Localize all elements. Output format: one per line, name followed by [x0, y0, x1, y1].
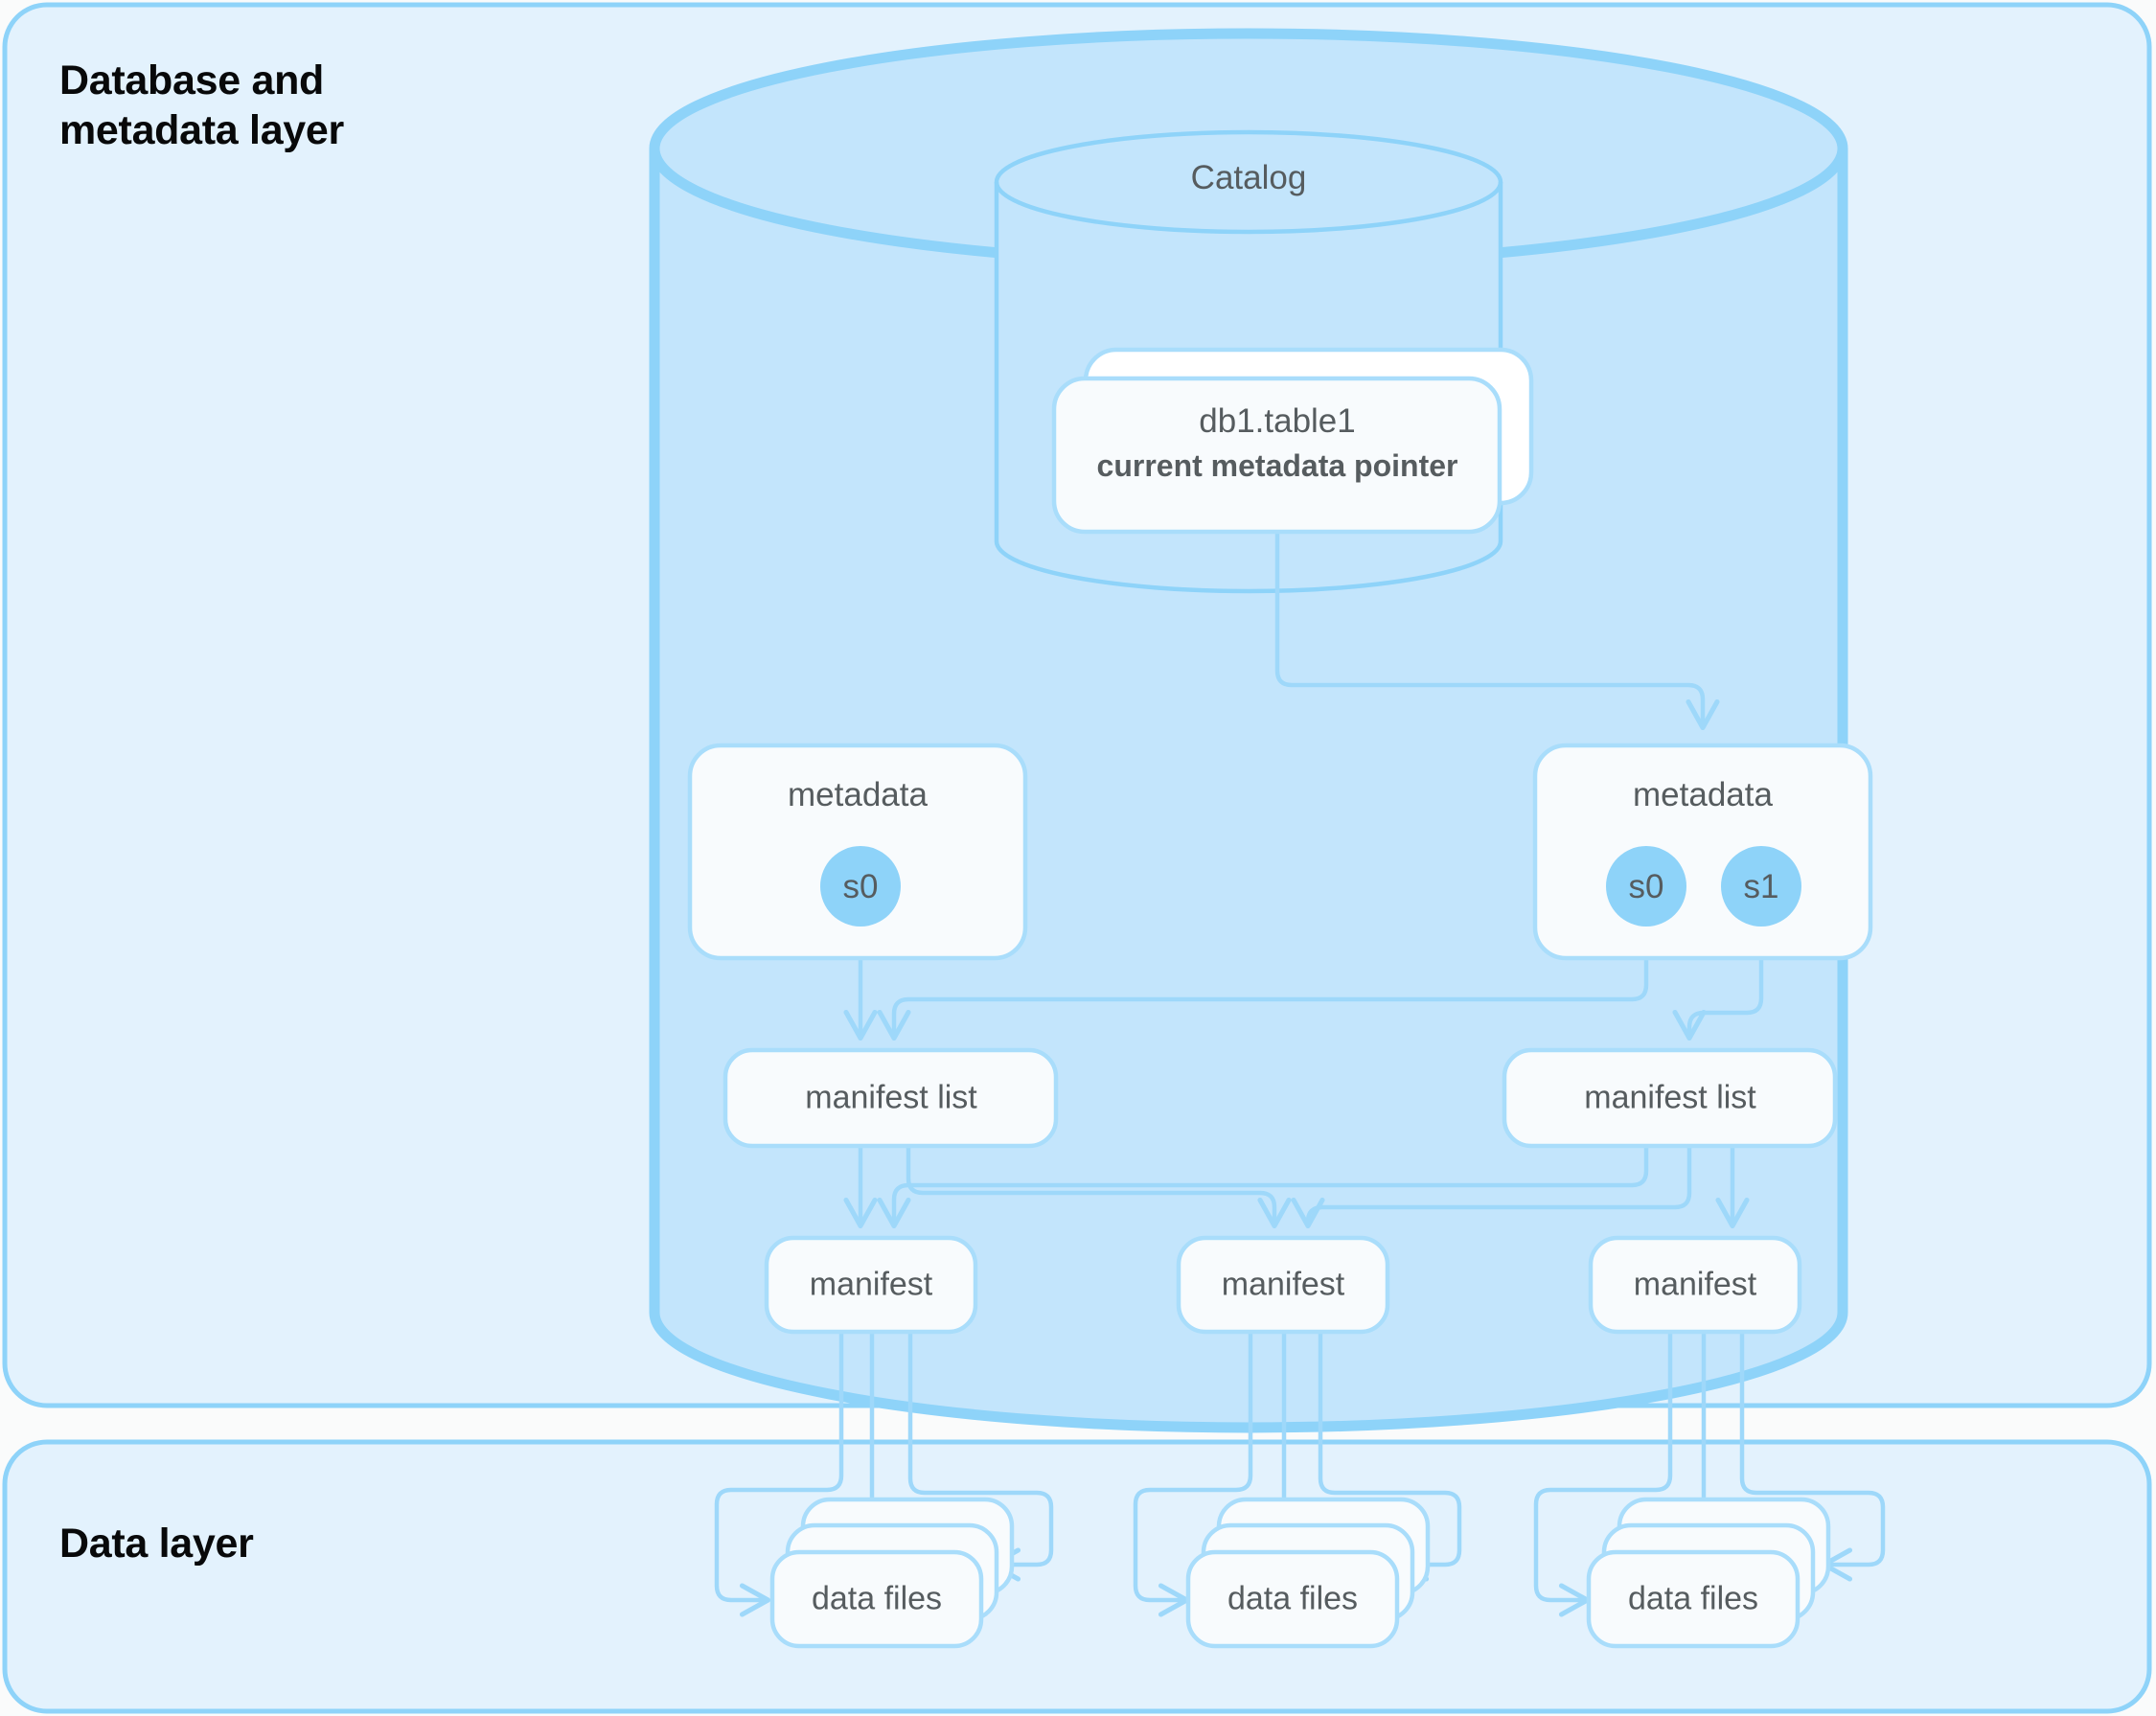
manifest-box-2[interactable] [1176, 1235, 1390, 1335]
connector-manifest-2-to-data-files-2-left [1133, 1329, 1253, 1617]
manifest-box-3[interactable] [1588, 1235, 1802, 1335]
connector-manifest-list-right-to-manifest-2 [1291, 1143, 1692, 1229]
layer-title-database-metadata: Database and metadata layer [59, 57, 344, 154]
catalog-entry-card-stack[interactable] [1051, 347, 1534, 535]
connector-manifest-3-to-data-files-3-right [1739, 1329, 1886, 1582]
connector-manifest-2-to-data-files-2-right [1318, 1329, 1462, 1582]
manifest-list-box-right[interactable] [1502, 1047, 1838, 1149]
connector-metadata-right-s0-to-manifest-list-left [877, 917, 1649, 1041]
data-files-stack-1[interactable] [769, 1497, 1015, 1649]
connector-manifest-1-to-data-files-1-right [907, 1329, 1054, 1582]
layer-title-data: Data layer [59, 1521, 254, 1567]
data-files-stack-2[interactable] [1185, 1497, 1431, 1649]
connector-manifest-1-to-data-files-1-left [714, 1329, 844, 1617]
connector-pointer-to-metadata-right [1274, 495, 1720, 731]
data-files-stack-3[interactable] [1586, 1497, 1831, 1649]
connector-manifest-list-right-to-manifest-1 [877, 1143, 1649, 1229]
connector-manifest-3-to-data-files-3-left [1533, 1329, 1673, 1617]
manifest-list-box-left[interactable] [722, 1047, 1059, 1149]
metadata-box-right[interactable] [1532, 743, 1873, 961]
metadata-box-left[interactable] [687, 743, 1028, 961]
manifest-box-1[interactable] [764, 1235, 978, 1335]
connector-metadata-right-s1-to-manifest-list-right [1672, 917, 1764, 1041]
